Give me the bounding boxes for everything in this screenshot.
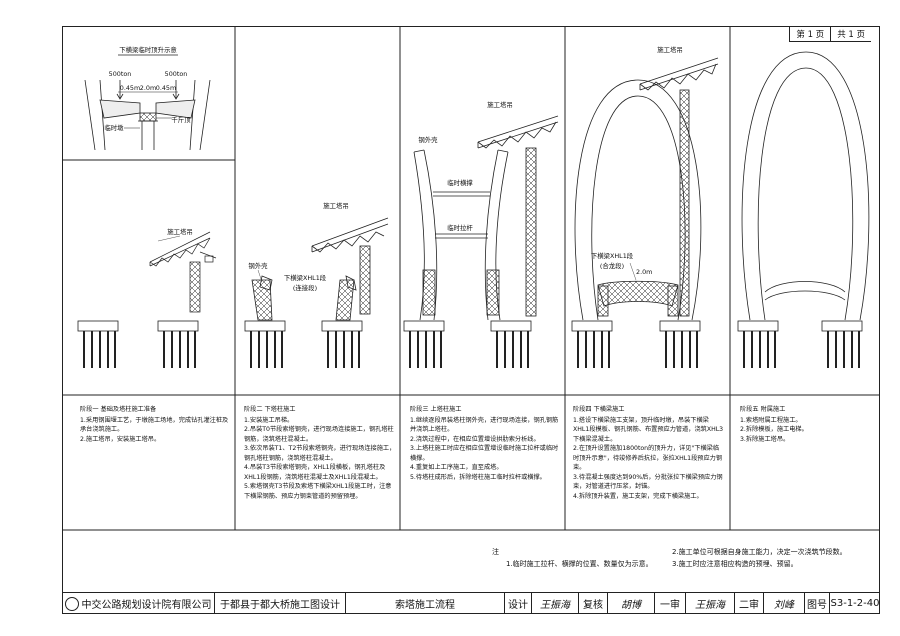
crane-label-2: 施工塔吊 bbox=[323, 201, 349, 210]
lower-beam-seg-note: (连接段) bbox=[293, 283, 317, 292]
stage4-item: 1.搭设下横梁施工支架，顶升临时墩，吊装下横梁XHL1段模板、钢孔钢筋、布置预应… bbox=[573, 416, 724, 443]
remarks-left: 注 1.临时施工拉杆、横撑的位置、数量仅为示意。 bbox=[492, 546, 653, 570]
closure-dim-label: 2.0m bbox=[636, 268, 652, 276]
design-label: 设计 bbox=[505, 593, 532, 614]
jacking-diagram: 下横梁临时顶升示意 500ton 500ton 0.45m 2.0m 0.45m… bbox=[84, 45, 211, 151]
stage3-title: 阶段三 上塔柱施工 bbox=[410, 406, 462, 413]
drawing-no-label: 图号 bbox=[805, 593, 830, 614]
dim-c: 0.45m bbox=[156, 84, 176, 92]
stage5-item: 3.拆除施工塔吊。 bbox=[740, 435, 790, 443]
stage2-notes: 阶段二 下塔柱施工 1.安装施工吊梯。 2.吊装T0节段索塔钢壳，进行现场连接施… bbox=[244, 405, 396, 501]
title-block: 中交公路规划设计院有限公司 于都县于都大桥施工图设计 索塔施工流程 设计 王振海… bbox=[62, 592, 880, 614]
stage3-item: 2.浇筑过程中，在相应位置增设拱肋索分析线。 bbox=[410, 435, 540, 443]
stage4-item: 3.待混凝土强度达到90%后，分批张拉下横梁预应力钢束，对管道进行压浆，封锚。 bbox=[573, 473, 723, 491]
review-label: 复核 bbox=[579, 593, 608, 614]
page-number: 第 1 页 共 1 页 bbox=[789, 27, 871, 42]
stage4-item: 4.拆除顶升装置，施工支架，完成下横梁施工。 bbox=[573, 492, 703, 500]
stage1-item: 2.施工塔吊，安装施工塔吊。 bbox=[80, 435, 161, 443]
check2-label: 二审 bbox=[735, 593, 764, 614]
stage1-item: 1.采用钢围堰工艺，于墩施工场地，完成钻孔灌注桩及承台浇筑施工。 bbox=[80, 416, 229, 434]
footing-stage1-right bbox=[157, 320, 199, 368]
crane-stage1: 施工塔吊 bbox=[149, 227, 217, 313]
stage4-title: 阶段四 下横梁施工 bbox=[573, 406, 625, 413]
lower-beam-seg4-note: (合龙段) bbox=[600, 261, 624, 270]
footing-stage3-left bbox=[403, 320, 445, 368]
footing-stage2-right bbox=[321, 320, 363, 368]
footing-stage5-right bbox=[821, 320, 863, 368]
stage2-drawing: 施工塔吊 钢外壳 下横梁XHL1段 (连接段) bbox=[248, 201, 389, 321]
stage3-item: 3.上塔柱施工时应在相应位置增设临时施工拉杆或临时横撑。 bbox=[410, 445, 559, 462]
stage5-drawing bbox=[741, 51, 870, 321]
panel-dividers bbox=[62, 26, 880, 531]
stage2-item: 5.索塔钢壳T3节段及索塔下横梁XHL1段施工时，注意下横梁钢筋、预应力钢束管道… bbox=[244, 483, 392, 500]
crane-label-3: 施工塔吊 bbox=[487, 100, 513, 109]
project-name: 于都县于都大桥施工图设计 bbox=[215, 593, 346, 614]
remarks-right: 2.施工单位可根据自身施工能力，决定一次浇筑节段数。 3.施工时应注意相应构造的… bbox=[672, 546, 847, 570]
stage1-notes: 阶段一 基础及塔柱施工准备 1.采用钢围堰工艺，于墩施工场地，完成钻孔灌注桩及承… bbox=[80, 405, 232, 444]
check2-signature: 刘峰 bbox=[764, 593, 805, 614]
stage3-item: 4.重复如上工序施工，直至成塔。 bbox=[410, 464, 503, 471]
footing-stage2-left bbox=[244, 320, 286, 368]
stage3-item: 5.待塔柱成形后，拆除塔柱施工临时拉杆或横撑。 bbox=[410, 473, 546, 481]
temp-support-label: 临时墩 bbox=[104, 123, 124, 132]
page-current: 第 1 页 bbox=[789, 27, 831, 42]
company-cell: 中交公路规划设计院有限公司 bbox=[62, 593, 215, 614]
load-right-label: 500ton bbox=[165, 70, 188, 78]
remark-item: 1.临时施工拉杆、横撑的位置、数量仅为示意。 bbox=[506, 560, 653, 568]
stage3-notes: 阶段三 上塔柱施工 1.继续逐段吊装塔柱钢外壳，进行现场连接，钢孔钢筋并浇筑上塔… bbox=[410, 405, 562, 482]
steel-shell-label-3: 钢外壳 bbox=[418, 135, 438, 144]
remarks-label: 注 bbox=[492, 548, 499, 556]
footings bbox=[77, 320, 863, 368]
stage2-item: 2.吊装T0节段索塔钢壳，进行现场连接施工，钢孔塔柱钢筋，浇筑塔柱混凝土。 bbox=[244, 426, 394, 443]
crane-label-1: 施工塔吊 bbox=[167, 227, 193, 236]
steel-shell-label: 钢外壳 bbox=[248, 261, 268, 270]
stage2-title: 阶段二 下塔柱施工 bbox=[244, 406, 296, 413]
drawing-number: S3-1-2-40 bbox=[830, 598, 880, 609]
temp-brace-label: 临时横撑 bbox=[447, 178, 473, 187]
lower-beam-seg4-label: 下横梁XHL1段 bbox=[591, 251, 634, 260]
jack-label: 千斤顶 bbox=[171, 115, 191, 124]
stage2-item: 3.依次吊装T1、T2节段索塔钢壳，进行现场连接施工，钢孔塔柱钢筋，浇筑塔柱混凝… bbox=[244, 445, 396, 462]
footing-stage1-left bbox=[77, 320, 119, 368]
footing-stage5-left bbox=[737, 320, 779, 368]
company-name: 中交公路规划设计院有限公司 bbox=[81, 600, 212, 611]
drawing-title: 索塔施工流程 bbox=[346, 593, 505, 614]
stage5-item: 2.拆除模板，施工电梯。 bbox=[740, 426, 808, 433]
review-signature: 胡博 bbox=[608, 593, 655, 614]
footing-stage3-right bbox=[490, 320, 532, 368]
page-total: 共 1 页 bbox=[830, 27, 871, 42]
footing-stage4-right bbox=[659, 320, 701, 368]
load-left-label: 500ton bbox=[109, 70, 132, 78]
stage4-item: 2.在顶升设置施加1800ton的顶升力，详见"下横梁临时顶升示意"，待竣修养后… bbox=[573, 445, 723, 471]
footing-stage4-left bbox=[571, 320, 613, 368]
crane-label-4: 施工塔吊 bbox=[657, 45, 683, 54]
remark-item: 2.施工单位可根据自身施工能力，决定一次浇筑节段数。 bbox=[672, 548, 847, 556]
stage2-item: 4.吊装T3节段索塔钢壳，XHL1段横板，钢孔塔柱及XHL1段钢筋，浇筑塔柱混凝… bbox=[244, 464, 386, 481]
stage5-item: 1.索塔附属工程施工。 bbox=[740, 416, 802, 424]
stage3-drawing: 钢外壳 施工塔吊 临时横撑 临时拉杆 bbox=[413, 100, 559, 321]
stage2-item: 1.安装施工吊梯。 bbox=[244, 416, 294, 424]
lower-beam-seg-label: 下横梁XHL1段 bbox=[284, 273, 327, 282]
check1-signature: 王振海 bbox=[686, 593, 735, 614]
check1-label: 一审 bbox=[655, 593, 686, 614]
stage5-title: 阶段五 附属施工 bbox=[740, 406, 786, 413]
dim-a: 0.45m bbox=[120, 84, 140, 92]
stage4-drawing: 施工塔吊 下横梁XHL1段 (合龙段) 2.0m bbox=[574, 45, 719, 321]
design-signature: 王振海 bbox=[532, 593, 579, 614]
stage1-title: 阶段一 基础及塔柱施工准备 bbox=[80, 406, 157, 413]
stage3-item: 1.继续逐段吊装塔柱钢外壳，进行现场连接，钢孔钢筋并浇筑上塔柱。 bbox=[410, 416, 559, 434]
jacking-title: 下横梁临时顶升示意 bbox=[119, 45, 177, 54]
drawing-sheet: 第 1 页 共 1 页 bbox=[62, 26, 880, 614]
stage4-notes: 阶段四 下横梁施工 1.搭设下横梁施工支架，顶升临时墩，吊装下横梁XHL1段模板… bbox=[573, 405, 725, 501]
stage5-notes: 阶段五 附属施工 1.索塔附属工程施工。 2.拆除模板，施工电梯。 3.拆除施工… bbox=[740, 405, 870, 444]
dim-b: 2.0m bbox=[140, 84, 156, 92]
temp-tie-label: 临时拉杆 bbox=[447, 223, 473, 232]
company-logo-icon bbox=[64, 596, 79, 611]
remark-item: 3.施工时应注意相应构造的预埋、预留。 bbox=[672, 560, 798, 568]
